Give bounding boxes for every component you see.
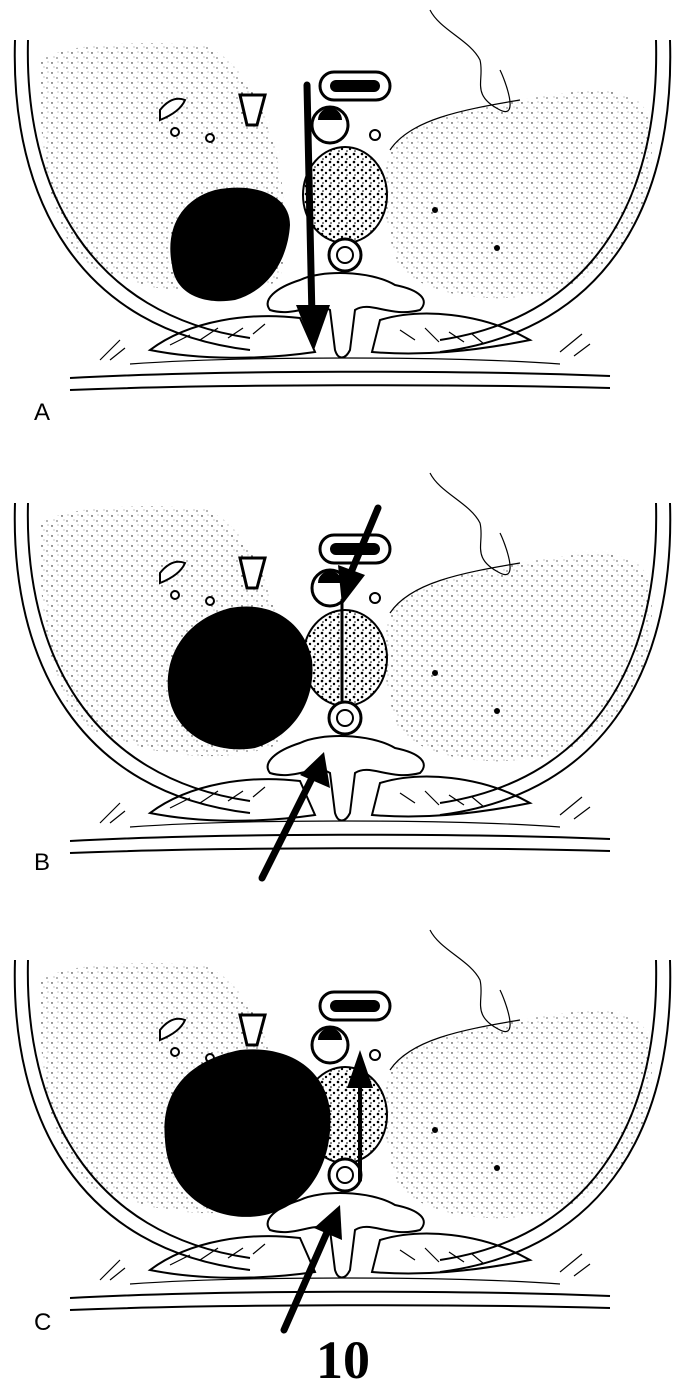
panel-b-label: B xyxy=(34,849,50,876)
panel-b-arrow-posterior xyxy=(262,778,312,878)
panel-b-arrowhead-posterior xyxy=(300,752,330,788)
panel-a-tumor-mass xyxy=(170,188,290,302)
panel-c-arrow-posterior xyxy=(284,1230,328,1330)
panel-a-arrow xyxy=(307,85,312,318)
panel-c-label: C xyxy=(34,1309,51,1336)
panel-c: C xyxy=(15,930,671,1336)
panel-a-cross-section xyxy=(15,10,671,390)
panel-c-tumor-mass xyxy=(164,1049,330,1217)
panel-c-cross-section xyxy=(15,930,671,1310)
panel-a-label: A xyxy=(34,399,50,426)
panel-b: B xyxy=(15,473,671,878)
page-number: 10 xyxy=(316,1330,370,1390)
panel-a: A xyxy=(15,10,671,426)
panel-a-arrowhead xyxy=(296,305,330,350)
